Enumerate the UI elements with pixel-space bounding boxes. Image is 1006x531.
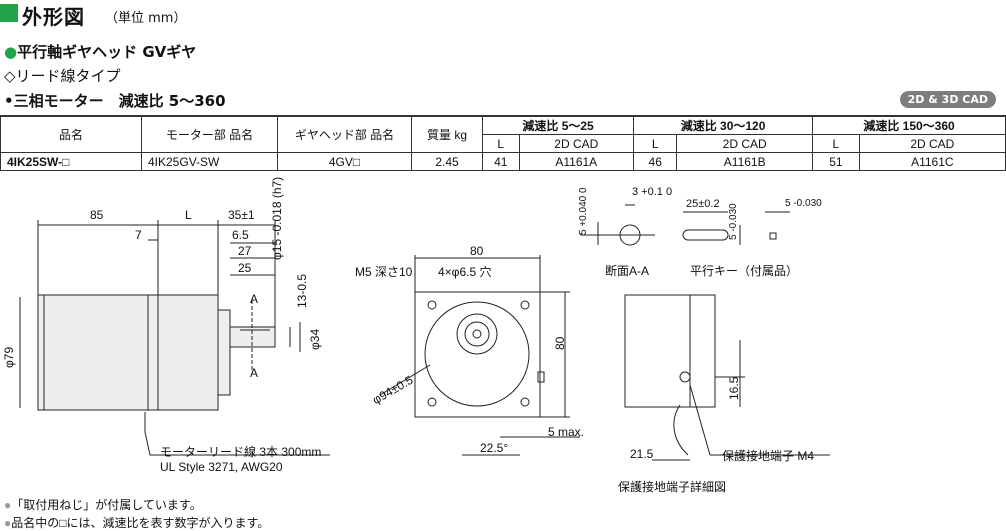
dim-phi79: φ79 xyxy=(2,346,16,368)
dim-5-key: 5 -0.030 xyxy=(728,203,739,240)
dim-A-bottom: A xyxy=(250,366,259,380)
dim-phi15: φ15 -0.018 (h7) xyxy=(270,176,284,260)
col-model: 品名 xyxy=(0,115,142,153)
cell-motor: 4IK25GV-SW xyxy=(141,152,278,171)
cell-L2: 46 xyxy=(633,152,678,171)
page-title: 外形図 xyxy=(22,5,85,29)
dim-L: L xyxy=(185,208,192,222)
cell-mass: 2.45 xyxy=(411,152,483,171)
gearhead-front xyxy=(414,291,541,418)
col-L: L xyxy=(482,134,520,153)
m5-depth-label: M5 深さ10 xyxy=(355,265,413,279)
col-cad: 2D CAD xyxy=(676,134,814,153)
dim-3: 3 +0.1 0 xyxy=(632,186,673,198)
col-L: L xyxy=(812,134,860,153)
cell-cad2[interactable]: A1161B xyxy=(676,152,814,171)
note-item: ●品名中の□には、減速比を表す数字が入ります。 xyxy=(4,516,270,530)
motor-type-label: •三相モーター 減速比 5～360 xyxy=(4,92,226,110)
key-end xyxy=(769,232,777,240)
dim-6-5: 6.5 xyxy=(232,228,249,242)
dim-angle: 22.5° xyxy=(480,441,509,455)
col-cad: 2D CAD xyxy=(858,134,1006,153)
dim-A-top: A xyxy=(250,292,259,306)
dim-phi34: φ34 xyxy=(308,328,322,350)
table-row: 4IK25SW-□ 4IK25GV-SW 4GV□ 2.45 41 A1161A… xyxy=(0,152,1006,171)
dim-5-max: 5 max. xyxy=(548,425,585,439)
col-L: L xyxy=(633,134,678,153)
dim-5-section: 5 +0.040 0 xyxy=(578,187,589,235)
spec-table: 品名 モーター部 品名 ギヤヘッド部 品名 質量 kg 減速比 5～25 減速比… xyxy=(0,115,1006,171)
dim-21-5: 21.5 xyxy=(630,447,654,461)
col-cad: 2D CAD xyxy=(518,134,635,153)
gearhead-side xyxy=(624,294,716,408)
section-aa-label: 断面A-A xyxy=(605,264,650,278)
dim-25: 25 xyxy=(238,261,252,275)
product-heading: ●平行軸ギヤヘッド GVギヤ xyxy=(4,43,197,61)
ul-style-label: UL Style 3271, AWG20 xyxy=(160,460,283,474)
dim-80-top: 80 xyxy=(470,244,484,258)
col-ratio-2: 減速比 30～120 xyxy=(633,115,814,135)
unit-label: （単位 mm） xyxy=(105,11,187,26)
cell-L1: 41 xyxy=(482,152,520,171)
cell-gear: 4GV□ xyxy=(277,152,412,171)
detail-label: 保護接地端子詳細図 xyxy=(618,480,727,494)
motor-body xyxy=(37,294,219,411)
dim-16-5: 16.5 xyxy=(727,376,741,400)
dim-25-key: 25±0.2 xyxy=(686,198,720,210)
lead-type-label: ◇リード線タイプ xyxy=(4,67,121,85)
title-marker xyxy=(0,4,18,22)
dim-85: 85 xyxy=(90,208,104,222)
dim-27: 27 xyxy=(238,244,252,258)
shaft-section xyxy=(619,224,641,246)
dim-13: 13-0.5 xyxy=(295,273,309,308)
cell-cad3[interactable]: A1161C xyxy=(858,152,1006,171)
cad-badge[interactable]: 2D & 3D CAD xyxy=(899,91,996,108)
dim-80-side: 80 xyxy=(553,336,567,350)
dim-5-key-end: 5 -0.030 xyxy=(785,198,822,209)
dim-35: 35±1 xyxy=(228,208,255,222)
col-ratio-3: 減速比 150～360 xyxy=(812,115,1006,135)
col-motor: モーター部 品名 xyxy=(141,115,278,153)
parallel-key xyxy=(682,229,729,241)
lead-wire-label: モーターリード線 3本 300mm xyxy=(160,445,322,459)
ground-terminal-label: 保護接地端子 M4 xyxy=(722,449,815,463)
cell-model: 4IK25SW-□ xyxy=(0,152,142,171)
note-item: ●「取付用ねじ」が付属しています。 xyxy=(4,498,202,512)
cell-L3: 51 xyxy=(812,152,860,171)
dim-7: 7 xyxy=(135,228,142,242)
parallel-key-label: 平行キー（付属品） xyxy=(690,264,799,278)
holes-label: 4×φ6.5 穴 xyxy=(438,265,492,279)
col-ratio-1: 減速比 5～25 xyxy=(481,115,635,135)
ground-terminal xyxy=(679,371,691,383)
